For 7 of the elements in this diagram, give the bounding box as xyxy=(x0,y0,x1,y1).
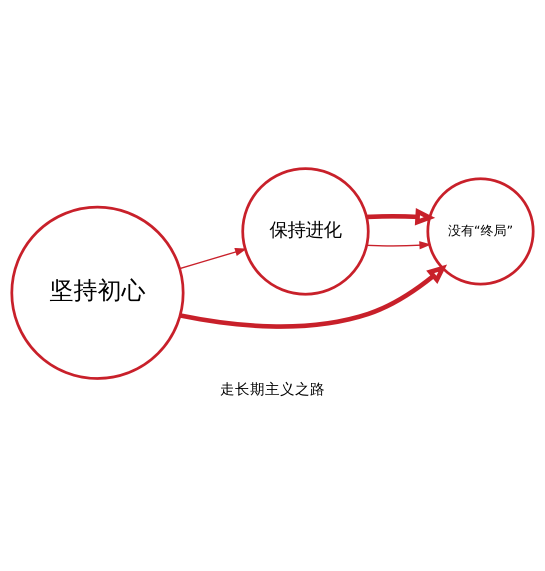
arrow xyxy=(366,241,432,250)
node-circle: 坚持初心 xyxy=(10,206,185,380)
node-circle: 保持进化 xyxy=(241,167,370,296)
arrow xyxy=(180,248,247,270)
arrow xyxy=(366,208,436,226)
caption: 走长期主义之路 xyxy=(220,380,325,398)
arrow xyxy=(180,264,448,329)
